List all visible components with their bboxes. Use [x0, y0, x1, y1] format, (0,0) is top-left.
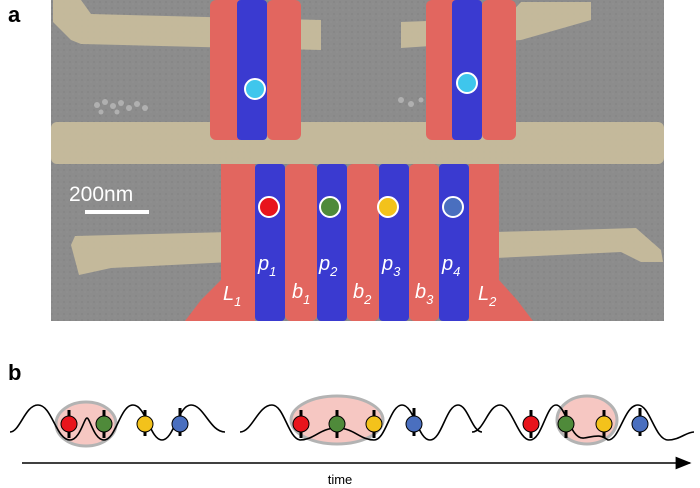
qubit-dot-3: [377, 196, 399, 218]
shuttle-highlight: [54, 400, 118, 448]
gate-label-L2: L2: [478, 283, 497, 309]
qubit-dot-1: [292, 415, 310, 433]
qubit-dot-4: [631, 415, 649, 433]
sensor-dot-right: [456, 72, 478, 94]
scale-bar-label: 200nm: [69, 183, 133, 206]
qubit-dot-2: [319, 196, 341, 218]
shuttling-schematic: time: [9, 394, 695, 487]
qubit-dot-4: [442, 196, 464, 218]
qubit-dot-2: [95, 415, 113, 433]
snapshot-3: [471, 394, 695, 446]
potential-landscape: [471, 404, 695, 441]
qubit-dot-1: [258, 196, 280, 218]
qubit-dot-3: [136, 415, 154, 433]
qubit-dot-4: [405, 415, 423, 433]
gate-label-p2: p2: [318, 253, 338, 279]
snapshot-2: [239, 394, 483, 446]
sensor-gates-top: [210, 0, 516, 140]
qubit-dot-2: [557, 415, 575, 433]
gate-label-p4: p4: [441, 253, 460, 279]
gate-label-L1: L1: [223, 283, 241, 309]
panel-label-b: b: [8, 360, 22, 385]
panel-label-a: a: [8, 2, 21, 27]
gate-label-b1: b1: [292, 281, 310, 307]
gate-label-p1: p1: [257, 253, 276, 279]
qubit-dot-3: [365, 415, 383, 433]
time-axis-label: time: [328, 472, 353, 487]
gate-label-b2: b2: [353, 281, 372, 307]
gate-labels: L1 p1 b1 p2 b2 p3 b3 p4 L2: [223, 253, 497, 309]
snapshot-1: [9, 400, 226, 448]
sensor-dot-left: [244, 78, 266, 100]
qubit-dot-2: [328, 415, 346, 433]
gate-label-p3: p3: [381, 253, 401, 279]
qubit-dot-4: [171, 415, 189, 433]
potential-landscape: [239, 404, 483, 441]
qubit-dot-1: [60, 415, 78, 433]
scale-bar: [85, 210, 149, 214]
qubit-dot-3: [595, 415, 613, 433]
sem-image: 200nm L1 p1 b1 p2 b2 p3 b3 p4 L2: [51, 0, 664, 321]
qubit-dot-1: [522, 415, 540, 433]
surface-particles: [94, 97, 424, 115]
gate-label-b3: b3: [415, 281, 434, 307]
potential-landscape: [9, 404, 226, 441]
